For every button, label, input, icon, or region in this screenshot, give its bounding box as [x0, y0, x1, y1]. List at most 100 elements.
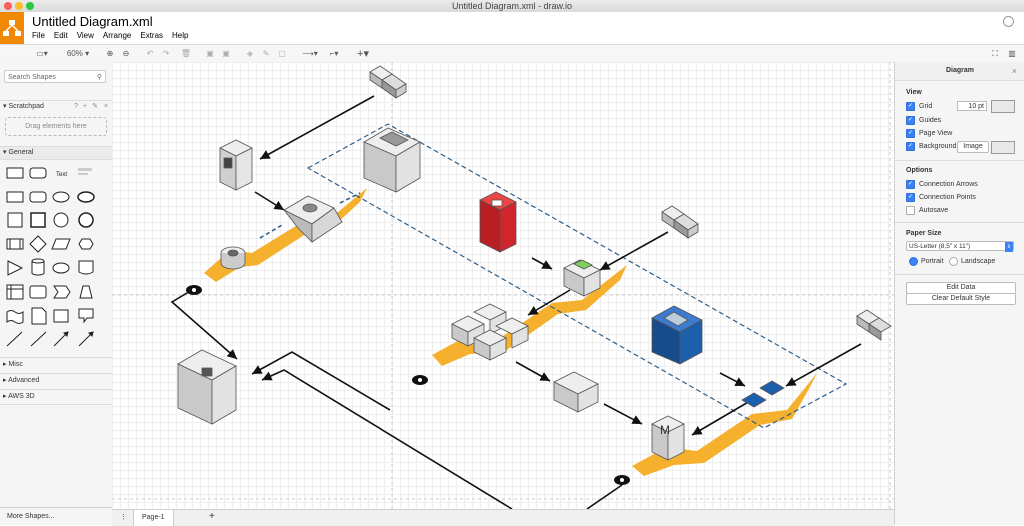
shape-tape: [6, 310, 24, 324]
zoom-in-icon[interactable]: ⊕: [106, 49, 114, 58]
menu-arrange[interactable]: Arrange: [102, 31, 132, 40]
general-shapes-palette[interactable]: Text: [0, 162, 112, 352]
general-section-header[interactable]: ▾ General: [0, 146, 112, 160]
misc-label: Misc: [8, 361, 23, 368]
grid-size-input[interactable]: 10 pt: [957, 101, 987, 111]
advanced-section-header[interactable]: ▸ Advanced: [0, 373, 112, 388]
undo-icon[interactable]: ↶: [146, 49, 154, 58]
page-tab[interactable]: Page-1: [133, 510, 174, 526]
shape-process: [6, 238, 24, 250]
menu-help[interactable]: Help: [172, 31, 189, 40]
to-front-icon[interactable]: ▣: [206, 49, 214, 58]
menu-edit[interactable]: Edit: [53, 31, 68, 40]
close-panel-icon[interactable]: ×: [1011, 66, 1017, 76]
edge-13: [261, 369, 513, 509]
background-checkbox[interactable]: ✓Background: [906, 142, 957, 151]
page-view-icon[interactable]: ▭▾: [36, 49, 48, 58]
server-box: [219, 139, 253, 191]
zoom-out-icon[interactable]: ⊖: [122, 49, 130, 58]
more-shapes-button[interactable]: More Shapes...: [0, 507, 112, 525]
background-image-button[interactable]: Image: [957, 141, 989, 153]
landscape-label: Landscape: [961, 258, 996, 265]
storage-cube: [177, 349, 237, 425]
clear-default-style-button[interactable]: Clear Default Style: [906, 293, 1016, 305]
scratchpad-add-icon[interactable]: +: [82, 103, 87, 110]
edge-5: [527, 289, 571, 316]
connection-arrows-checkbox[interactable]: ✓Connection Arrows: [906, 180, 978, 189]
scratchpad-edit-icon[interactable]: ✎: [92, 103, 98, 110]
connection-points-label: Connection Points: [919, 194, 976, 201]
aws3d-section-header[interactable]: ▸ AWS 3D: [0, 389, 112, 405]
guides-label: Guides: [919, 117, 942, 124]
scratchpad-close-icon[interactable]: ×: [103, 103, 108, 110]
document-title[interactable]: Untitled Diagram.xml: [32, 14, 153, 29]
add-page-icon[interactable]: +: [209, 511, 215, 522]
menu-file[interactable]: File: [32, 31, 45, 40]
delete-icon[interactable]: 🗑: [180, 49, 192, 58]
diagram-canvas[interactable]: M: [112, 62, 894, 509]
redo-icon[interactable]: ↷: [162, 49, 170, 58]
language-globe-icon[interactable]: [1003, 16, 1014, 27]
edge-4: [599, 231, 669, 271]
shape-step: [53, 285, 71, 299]
shape-ellipse-bold: [77, 191, 95, 203]
shape-trapezoid: [79, 285, 93, 299]
chevron-down-icon: ▾: [3, 149, 7, 156]
shape-callout: [78, 308, 94, 324]
aws-3d-diagram[interactable]: M: [112, 62, 894, 509]
search-icon: ⚲: [96, 74, 102, 81]
pages-menu-icon[interactable]: ⋮: [120, 514, 127, 521]
menu-view[interactable]: View: [76, 31, 94, 40]
grid-checkbox[interactable]: ✓Grid: [906, 102, 933, 111]
paper-size-select[interactable]: US-Letter (8,5" x 11") ⇕: [906, 241, 1014, 252]
scratchpad-help-icon[interactable]: ?: [74, 103, 78, 110]
insert-plus-icon[interactable]: +▾: [357, 48, 369, 60]
portrait-radio[interactable]: Portrait: [909, 257, 944, 266]
aws3d-label: AWS 3D: [8, 393, 35, 400]
zoom-select[interactable]: 60% ▾: [66, 49, 90, 58]
landscape-radio[interactable]: Landscape: [949, 257, 995, 266]
chevron-right-icon: ▸: [3, 393, 7, 400]
scratchpad-section[interactable]: ▾ Scratchpad ? + ✎ ×: [0, 100, 112, 113]
waypoints-icon[interactable]: ⌐▾: [329, 49, 339, 58]
shape-rectangle-2: [6, 191, 24, 203]
shape-card: [53, 309, 69, 323]
edge-11: [170, 289, 238, 360]
connection-style-icon[interactable]: ⟶▾: [302, 49, 318, 58]
format-panel-toggle-icon[interactable]: ▥: [1008, 49, 1016, 58]
background-label: Background: [919, 143, 957, 150]
grid-color-swatch[interactable]: [991, 100, 1015, 113]
shape-note: [31, 307, 47, 325]
storage-gateway: [553, 371, 599, 413]
shape-parallelogram: [51, 238, 71, 250]
scratchpad-drop-zone[interactable]: Drag elements here: [5, 117, 107, 136]
shape-line-2: [30, 331, 47, 347]
cloudfront-node: [220, 246, 246, 270]
edge-8: [719, 372, 746, 387]
user-client-2: [661, 205, 699, 239]
scratchpad-label: Scratchpad: [8, 103, 44, 110]
close-window-button[interactable]: [4, 2, 12, 10]
misc-section-header[interactable]: ▸ Misc: [0, 357, 112, 372]
fullscreen-icon[interactable]: ⛶: [992, 49, 998, 58]
fill-color-icon[interactable]: ◈: [246, 49, 254, 58]
connection-points-checkbox[interactable]: ✓Connection Points: [906, 193, 976, 202]
shape-cube: [29, 285, 47, 299]
to-back-icon[interactable]: ▣: [222, 49, 230, 58]
shape-circle: [53, 212, 69, 228]
autosave-checkbox[interactable]: Autosave: [906, 206, 948, 215]
shadow-icon[interactable]: ▢: [278, 49, 286, 58]
shape-triangle: [7, 260, 24, 276]
background-color-swatch[interactable]: [991, 141, 1015, 154]
emr-node: M: [651, 415, 685, 461]
page-tabs-bar: ⋮ Page-1 +: [112, 509, 894, 526]
line-color-icon[interactable]: ✎: [262, 49, 270, 58]
page-view-checkbox[interactable]: ✓Page View: [906, 129, 953, 138]
menu-extras[interactable]: Extras: [140, 31, 164, 40]
minimize-window-button[interactable]: [15, 2, 23, 10]
search-shapes-input[interactable]: Search Shapes ⚲: [4, 70, 106, 83]
elasticache-tiles: [741, 380, 785, 408]
drawio-logo-icon: [0, 12, 24, 44]
zoom-window-button[interactable]: [26, 2, 34, 10]
guides-checkbox[interactable]: ✓Guides: [906, 116, 942, 125]
